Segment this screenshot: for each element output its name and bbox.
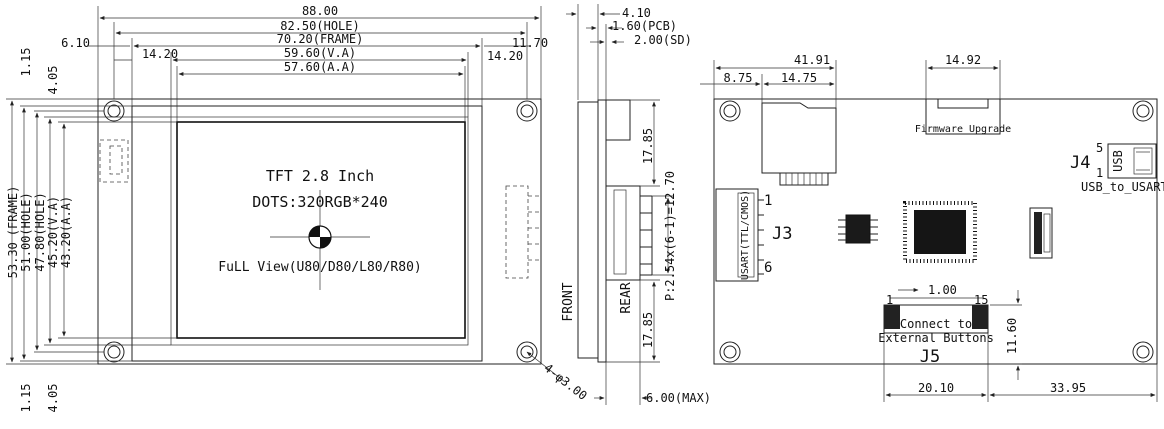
- j3-pin6: 6: [764, 260, 772, 276]
- rear-dim-a: 8.75: [724, 71, 753, 85]
- front-view-text: FuLL View(U80/D80/L80/R80): [218, 260, 422, 275]
- dim-aa-width: 57.60(A.A): [284, 60, 356, 74]
- front-title: TFT 2.8 Inch: [266, 167, 374, 185]
- usb-to-usart-label: USB_to_USART: [1081, 180, 1164, 194]
- side-header: [605, 185, 641, 281]
- front-active-area: [176, 121, 466, 339]
- dim-aa-height: 43.20(A.A): [59, 196, 73, 268]
- front-view-area: [170, 116, 469, 346]
- dim-bottom-b: 33.95: [1050, 381, 1086, 395]
- dim-va-height: 45.20(V.A): [46, 196, 60, 268]
- front-right-header: [505, 185, 529, 279]
- side-pitch-bot: 17.85: [641, 312, 655, 348]
- usb-label: USB: [1111, 150, 1125, 172]
- dim-bottom-a: 20.10: [918, 381, 954, 395]
- j3-header: [715, 188, 764, 282]
- j5-line2: External Buttons: [878, 331, 994, 345]
- j4-label: J4: [1070, 153, 1090, 173]
- side-connector-icon: [1029, 207, 1053, 259]
- side-view: 4.10 1.60(PCB) 2.00(SD) 17.85 P:2.54x(6-…: [561, 4, 711, 405]
- dim-hole-height: 47.80(HOLE): [33, 192, 47, 271]
- usb-connector: [1107, 143, 1157, 179]
- dim-bot-b: 4.05: [46, 384, 60, 413]
- front-pcb-outline: [97, 98, 542, 365]
- j3-pin1: 1: [764, 193, 772, 209]
- dim-frame-width: 70.20(FRAME): [277, 32, 364, 46]
- j3-label: J3: [772, 224, 792, 244]
- dim-right-inner: 14.20: [487, 49, 523, 63]
- rear-dim-b: 14.75: [781, 71, 817, 85]
- sd-pins: [779, 172, 829, 186]
- dim-frame-height: 53.30(FRAME): [6, 186, 20, 279]
- front-dots: DOTS:320RGB*240: [252, 193, 387, 211]
- soic-chip-icon: [838, 214, 878, 244]
- dim-va-width: 59.60(V.A): [284, 46, 356, 60]
- j5-connector: [883, 297, 989, 334]
- firmware-connector: [925, 98, 1001, 135]
- center-target-icon: [308, 225, 332, 249]
- dim-right-offset: 11.70: [512, 36, 548, 50]
- j5-line1: Connect to: [900, 317, 972, 331]
- dim-top-b: 4.05: [46, 66, 60, 95]
- dim-hole-width: 82.50(HOLE): [280, 19, 359, 33]
- j3-side-label: USART(TTL/CMOS): [740, 190, 751, 280]
- dim-bot-a: 1.15: [19, 384, 33, 413]
- j5-label: J5: [920, 347, 940, 367]
- j5-pin15: 15: [974, 293, 988, 307]
- side-dim-sd: 2.00(SD): [634, 33, 692, 47]
- j4-pin1: 1: [1096, 166, 1103, 180]
- front-view: TFT 2.8 Inch DOTS:320RGB*240 FuLL View(U…: [6, 4, 590, 412]
- front-left-component: [99, 139, 129, 183]
- side-front-label: FRONT: [561, 282, 576, 321]
- side-pitch-top: 17.85: [641, 128, 655, 164]
- dim-left-inner: 14.20: [142, 47, 178, 61]
- hole-callout: 4-φ3.00: [541, 361, 589, 403]
- side-dim-pcb: 1.60(PCB): [612, 19, 677, 33]
- rear-dim-overall: 41.91: [794, 53, 830, 67]
- side-dim-a: 4.10: [622, 6, 651, 20]
- mcu-chip-icon: [903, 201, 977, 263]
- j5-pitch: 1.00: [928, 283, 957, 297]
- j4-pin5: 5: [1096, 141, 1103, 155]
- j5-height: 11.60: [1005, 318, 1019, 354]
- front-frame: [131, 105, 483, 362]
- rear-view: Firmware Upgrade USB J4 5 1 USB_to_USART…: [700, 53, 1164, 402]
- rear-dim-c: 14.92: [945, 53, 981, 67]
- dim-top-a: 1.15: [19, 48, 33, 77]
- j5-pin1: 1: [886, 293, 893, 307]
- side-body: [577, 101, 599, 359]
- mounting-hole-icon: [103, 100, 538, 363]
- mounting-hole-icon: [719, 100, 1154, 363]
- side-max-label: 6.00(MAX): [646, 391, 711, 405]
- side-pitch-label: P:2.54x(6-1)=12.70: [663, 171, 677, 301]
- dim-pcb-height: 51.00(HOLE): [19, 192, 33, 271]
- dim-overall-width: 88.00: [302, 4, 338, 18]
- firmware-label: Firmware Upgrade: [915, 124, 1011, 135]
- dim-left-offset: 6.10: [61, 36, 90, 50]
- sd-card-slot: [761, 102, 837, 174]
- side-rear-label: REAR: [619, 282, 634, 313]
